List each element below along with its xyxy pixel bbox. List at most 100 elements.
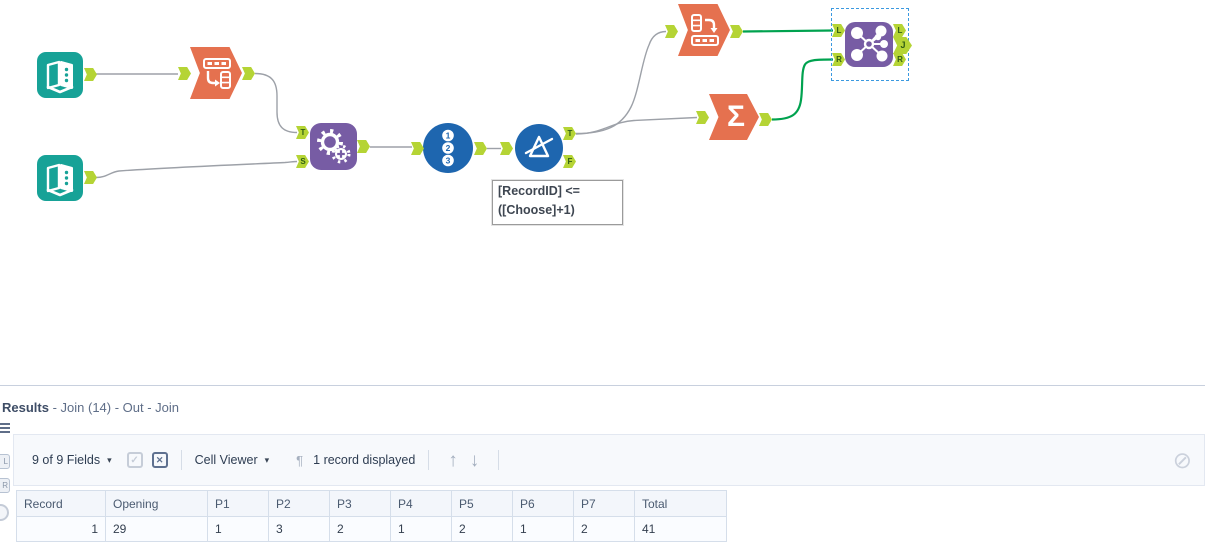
output-anchor[interactable] — [474, 142, 487, 155]
column-header[interactable]: P2 — [268, 490, 330, 517]
results-title: Results - Join (14) - Out - Join — [2, 400, 179, 415]
record-id-tool[interactable]: 1 2 3 — [423, 123, 473, 173]
table-cell[interactable]: 2 — [329, 516, 391, 542]
connection-crosstab-join-l[interactable] — [742, 29, 834, 33]
column-header[interactable]: Opening — [105, 490, 208, 517]
join-tool[interactable] — [845, 22, 893, 67]
table-header-row: Record Opening P1 P2 P3 P4 P5 P6 P7 Tota… — [16, 490, 727, 517]
gears-icon — [317, 129, 351, 164]
input-data-tool-1[interactable] — [37, 52, 83, 98]
record-id-icon: 1 2 3 — [442, 129, 454, 167]
anchor-label-s: S — [300, 156, 306, 166]
anchor-label-l: L — [897, 25, 903, 35]
output-anchor[interactable] — [242, 67, 255, 80]
no-data-icon: ⊘ — [1172, 446, 1192, 473]
output-anchor-false[interactable]: F — [563, 155, 576, 168]
join-network-icon — [851, 25, 888, 62]
output-anchor-true[interactable]: T — [563, 127, 576, 140]
arrow-up-icon[interactable]: ↑ — [448, 449, 458, 471]
deselect-fields-icon[interactable]: ✕ — [151, 452, 168, 468]
input-anchor-r[interactable]: R — [832, 53, 845, 66]
connection-filter-crosstab[interactable] — [575, 30, 667, 135]
input-anchor-t[interactable]: T — [296, 126, 309, 139]
results-title-label: Results — [2, 400, 49, 415]
table-cell[interactable]: 1 — [207, 516, 269, 542]
connection-input2-macro-s[interactable] — [95, 160, 298, 179]
cell-viewer-button[interactable]: Cell Viewer — [194, 453, 258, 467]
table-cell[interactable]: 2 — [573, 516, 635, 542]
input-anchor[interactable] — [411, 142, 424, 155]
svg-text:1: 1 — [446, 131, 451, 141]
workflow-canvas[interactable]: T S 1 2 3 T F — [0, 0, 1205, 385]
results-table: Record Opening P1 P2 P3 P4 P5 P6 P7 Tota… — [16, 490, 727, 542]
output-anchor[interactable] — [84, 68, 97, 81]
output-anchor[interactable] — [730, 25, 743, 38]
anchor-label-j: J — [900, 40, 906, 50]
svg-text:2: 2 — [446, 143, 451, 153]
table-cell[interactable]: 1 — [512, 516, 574, 542]
toolbar-separator — [180, 450, 182, 470]
toolbar-separator — [428, 450, 430, 470]
annotation-line-2: ([Choose]+1) — [498, 203, 575, 217]
table-cell[interactable]: 41 — [634, 516, 727, 542]
filter-icon — [524, 135, 554, 158]
output-anchor[interactable] — [84, 171, 97, 184]
input-anchor[interactable] — [178, 67, 191, 80]
input-data-tool-2[interactable] — [37, 155, 83, 201]
column-header[interactable]: Record — [16, 490, 106, 517]
input-data-icon — [46, 163, 74, 197]
anchor-label-t: T — [567, 128, 573, 138]
table-row: 1 29 1 3 2 1 2 1 2 41 — [16, 516, 727, 542]
whitespace-toggle-icon[interactable]: ¶ — [296, 452, 304, 468]
input-data-icon — [46, 60, 74, 94]
table-cell[interactable]: 3 — [268, 516, 330, 542]
column-header[interactable]: P6 — [512, 490, 574, 517]
output-anchor-j[interactable]: J — [893, 37, 912, 54]
input-anchor[interactable] — [665, 25, 678, 38]
connection-summarize-join-r[interactable] — [771, 58, 834, 121]
anchor-select-l-button[interactable]: L — [0, 454, 10, 469]
output-anchor[interactable] — [759, 113, 772, 126]
column-header[interactable]: P7 — [573, 490, 635, 517]
column-header[interactable]: P3 — [329, 490, 391, 517]
table-cell[interactable]: 1 — [16, 516, 106, 542]
annotation-box[interactable]: [RecordID] <= ([Choose]+1) — [491, 179, 624, 226]
chevron-down-icon[interactable]: ▾ — [107, 454, 112, 465]
anchor-select-r-button[interactable]: R — [0, 478, 10, 493]
toolbar-separator — [498, 450, 500, 470]
column-header[interactable]: Total — [634, 490, 727, 517]
panel-menu-icon[interactable] — [0, 423, 10, 435]
sigma-icon: Σ — [726, 100, 745, 133]
column-header[interactable]: P1 — [207, 490, 269, 517]
arrow-down-icon[interactable]: ↓ — [469, 449, 480, 471]
macro-tool[interactable] — [310, 123, 357, 170]
results-panel: Results - Join (14) - Out - Join L R 9 o… — [0, 385, 1205, 549]
input-anchor-l[interactable]: L — [832, 24, 845, 37]
toolbar-spacer — [282, 450, 283, 470]
table-cell[interactable]: 29 — [105, 516, 208, 542]
column-header[interactable]: P5 — [451, 490, 513, 517]
select-fields-checkbox-icon[interactable]: ✓ — [126, 452, 143, 468]
output-anchor-l[interactable]: L — [893, 24, 906, 37]
table-cell[interactable]: 1 — [390, 516, 452, 542]
chevron-down-icon[interactable]: ▾ — [264, 454, 270, 465]
input-anchor-s[interactable]: S — [296, 155, 309, 168]
output-anchor[interactable] — [357, 140, 370, 153]
connection-filter-summarize[interactable] — [575, 116, 698, 135]
anchor-label-r: R — [836, 54, 842, 64]
input-anchor[interactable] — [696, 111, 709, 124]
output-anchor-r[interactable]: R — [893, 53, 906, 66]
fields-selector[interactable]: 9 of 9 Fields — [32, 453, 101, 467]
table-cell[interactable]: 2 — [451, 516, 513, 542]
input-anchor[interactable] — [500, 142, 513, 155]
history-icon[interactable] — [0, 504, 9, 521]
svg-text:3: 3 — [446, 156, 451, 166]
summarize-tool[interactable]: Σ — [709, 94, 759, 140]
column-header[interactable]: P4 — [390, 490, 452, 517]
filter-tool[interactable] — [515, 124, 563, 172]
transpose-icon — [203, 58, 231, 89]
connection-transpose-macro-t[interactable] — [254, 72, 298, 134]
anchor-label-l: L — [836, 25, 842, 35]
results-toolbar: 9 of 9 Fields ▾ ✓ ✕ Cell Viewer ▾ ¶ 1 re… — [13, 434, 1205, 486]
